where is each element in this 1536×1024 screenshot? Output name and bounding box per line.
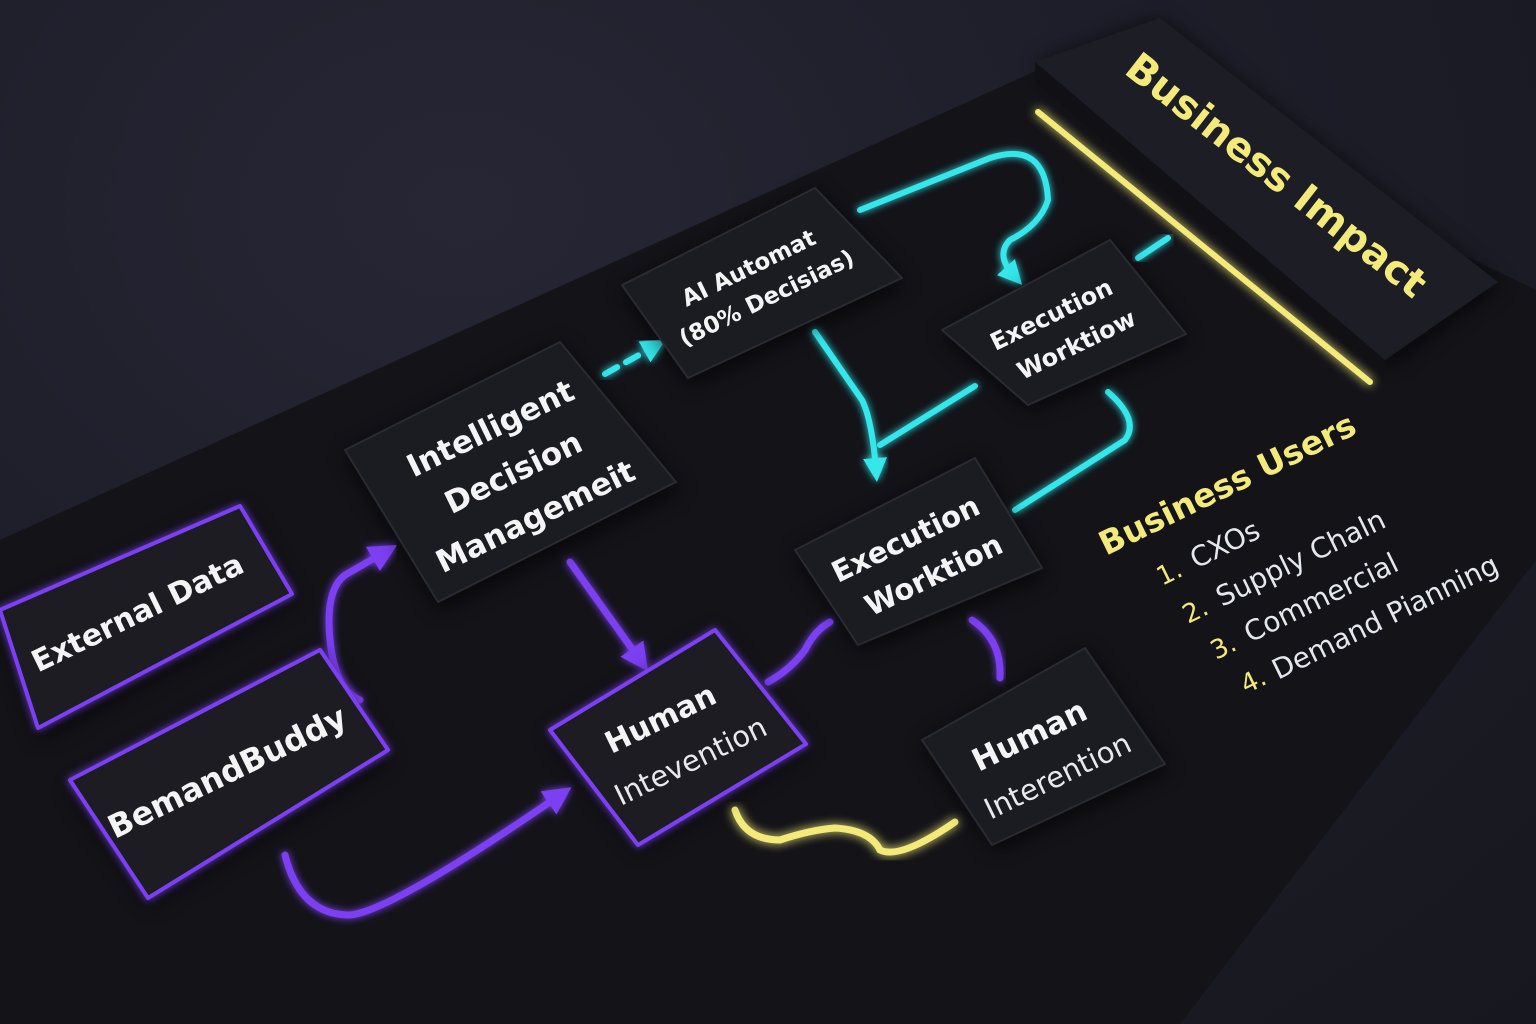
connector-human-left-to-exec-mid [764, 618, 834, 686]
connector-idm-to-human-left [566, 558, 649, 672]
node-human-intevention[interactable]: Human Intevention [548, 628, 808, 850]
node-human-interention[interactable]: Human Interention [921, 647, 1168, 850]
connectors [281, 150, 1171, 919]
node-intelligent-decision-management[interactable]: Intelligent Decision Managemeit [344, 341, 680, 610]
connector-idm-to-ai-automat [602, 340, 666, 377]
node-bemandbuddy[interactable]: BemandBuddy [68, 648, 390, 905]
connector-human-left-to-human-right [731, 806, 959, 856]
connector-exec-top-to-exec-mid [877, 383, 978, 448]
connector-ai-automat-to-exec-top [857, 150, 1052, 285]
connector-exec-mid-to-human-right [968, 616, 1004, 682]
connector-bemandbuddy-to-human-left [281, 787, 572, 919]
business-impact-glow-line [1035, 109, 1373, 385]
connector-exec-top-loop [1012, 389, 1133, 513]
connector-ai-automat-to-exec-mid [812, 329, 888, 482]
node-ai-automat[interactable]: AI Automat (80% Decisias) [621, 187, 905, 385]
connector-exec-top-to-impact [1135, 235, 1171, 261]
